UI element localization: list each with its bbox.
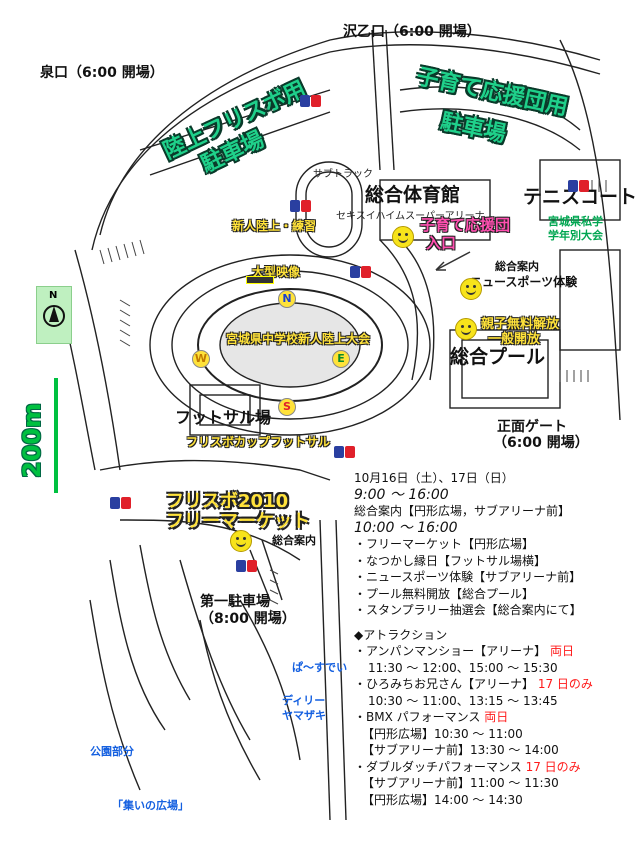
attractions-title: ◆アトラクション	[354, 627, 448, 642]
big-screen-label: 大型映像	[252, 265, 301, 279]
schedule-item: ・ニュースポーツ体験【サブアリーナ前】	[354, 570, 582, 584]
schedule-item: ・プール無料開放【総合プール】	[354, 586, 535, 601]
restroom-icon	[300, 95, 321, 107]
sub-track-label: サブトラック	[313, 169, 373, 180]
direction-north-marker: N	[278, 290, 296, 308]
futsal-cup-label: フリスボカップフットサル	[186, 435, 331, 449]
attraction-time: 【円形広場】14:00 ～ 14:30	[362, 792, 523, 807]
support-entrance-label: 子育て応援団	[420, 216, 511, 234]
restroom-icon	[568, 180, 589, 192]
gate-west: 泉口（6:00 開場）	[40, 65, 164, 81]
attraction-name: ・アンパンマンショー【アリーナ】	[354, 644, 547, 658]
schedule-time-2: 10:00 ～ 16:00	[354, 519, 458, 536]
attraction-tag: 両日	[484, 710, 509, 724]
flea-market-label-2: フリーマーケット	[166, 511, 310, 532]
gate-north: 沢乙口（6:00 開場）	[343, 24, 481, 40]
pool-label: 総合プール	[450, 346, 546, 368]
futsal-label: フットサル場	[175, 408, 272, 427]
schedule-date: 10月16日（土）、17日（日）	[354, 471, 514, 485]
support-entrance-label-2: 入口	[426, 234, 457, 252]
info-north-label: 総合案内	[495, 260, 539, 273]
attraction-name: ・ひろみちお兄さん【アリーナ】	[354, 677, 535, 691]
daily-label: ディリー	[282, 694, 326, 707]
attraction-tag: 両日	[549, 644, 574, 658]
attraction-time: 【サブアリーナ前】11:00 ～ 11:30	[362, 776, 559, 790]
big-screen-icon	[246, 276, 274, 284]
attraction-tag: 17 日のみ	[537, 677, 593, 691]
pool-open-label-2: 一般開放	[488, 332, 541, 347]
gym-label: 総合体育館	[365, 184, 461, 206]
university-label-2: 学年別大会	[548, 229, 603, 242]
daily-label-2: ヤマザキ	[282, 709, 326, 722]
smiley-icon	[230, 530, 252, 552]
direction-south-marker: S	[278, 398, 296, 416]
schedule-panel: 10月16日（土）、17日（日） 9:00 ～ 16:00 総合案内【円形広場，…	[354, 470, 638, 808]
direction-east-marker: E	[332, 350, 350, 368]
direction-west-marker: W	[192, 350, 210, 368]
attraction-name: ・ダブルダッチパフォーマンス	[354, 759, 522, 774]
smiley-icon	[392, 226, 414, 248]
plaza-label: 「集いの広場」	[112, 799, 189, 812]
smiley-icon	[455, 318, 477, 340]
schedule-info: 総合案内【円形広場，サブアリーナ前】	[354, 504, 571, 518]
gate-main-time: （6:00 開場）	[493, 435, 589, 451]
compass-icon: N	[36, 286, 72, 344]
attraction-time: 10:30 ～ 11:00、13:15 ～ 13:45	[368, 693, 558, 708]
flea-market-label: フリスボ2010	[166, 491, 289, 512]
pasty-label: ぱ～すでい	[292, 661, 348, 674]
attraction-tag: 17 日のみ	[525, 759, 581, 774]
attraction-name: ・BMX パフォーマンス	[354, 710, 481, 724]
schedule-item: ・スタンプラリー抽選会【総合案内にて】	[354, 603, 582, 617]
schedule-time-1: 9:00 ～ 16:00	[354, 486, 449, 503]
scale-bar	[54, 378, 58, 493]
attraction-time: 【円形広場】10:30 ～ 11:00	[362, 726, 523, 741]
tennis-label: テニスコート	[523, 186, 638, 208]
first-parking-time: （8:00 開場）	[200, 611, 296, 627]
info-south-label: 総合案内	[272, 534, 316, 547]
restroom-icon	[350, 266, 371, 278]
practice-label: 新人陸上・練習	[232, 219, 317, 233]
competition-label: 宮城県中学校新人陸上大会	[226, 332, 371, 346]
attraction-time: 【サブアリーナ前】13:30 ～ 14:00	[362, 743, 559, 757]
pool-open-label: 親子無料解放	[481, 317, 560, 332]
gate-main: 正面ゲート	[497, 419, 567, 435]
schedule-item: ・なつかし縁日【フットサル場横】	[354, 553, 547, 568]
compass-label: N	[49, 290, 58, 301]
park-area-label: 公園部分	[90, 745, 134, 758]
sub-arena-label: セキスイハイムスーパーアリーナ	[336, 211, 485, 222]
restroom-icon	[290, 200, 311, 212]
restroom-icon	[110, 497, 131, 509]
attraction-time: 11:30 ～ 12:00、15:00 ～ 15:30	[368, 660, 558, 675]
restroom-icon	[334, 446, 355, 458]
first-parking-label: 第一駐車場	[200, 594, 270, 610]
scale-label: 200m	[18, 402, 46, 478]
smiley-icon	[460, 278, 482, 300]
restroom-icon	[236, 560, 257, 572]
news-sports-label: ニュースポーツ体験	[470, 275, 578, 289]
university-label: 宮城県私学	[548, 215, 603, 228]
schedule-item: ・フリーマーケット【円形広場】	[354, 537, 535, 551]
